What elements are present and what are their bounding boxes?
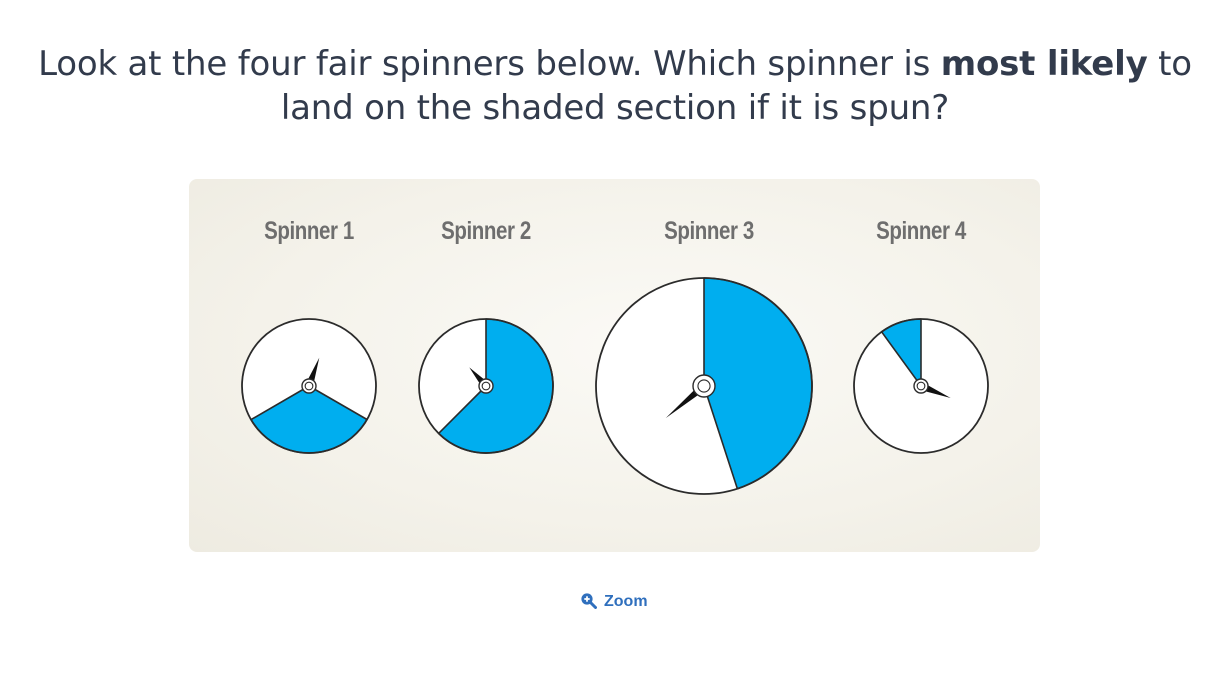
question-part-2: to land on the shaded section if it is s… — [280, 44, 1192, 128]
spinner-4-hub-inner — [916, 381, 926, 391]
spinner-2-label: Spinner 2 — [441, 217, 531, 245]
spinner-2 — [418, 318, 554, 454]
zoom-in-icon — [580, 592, 597, 613]
spinners-figure: Spinner 1 Spinner 2 Spinner 3 Spinner 4 — [189, 179, 1040, 552]
spinner-3 — [595, 277, 813, 495]
spinner-3-label: Spinner 3 — [664, 217, 754, 245]
spinner-4-label: Spinner 4 — [876, 217, 966, 245]
spinner-1 — [241, 318, 377, 454]
question-emphasis: most likely — [940, 44, 1148, 84]
spinners-drawing — [241, 277, 989, 495]
question-part-1: Look at the four fair spinners below. Wh… — [38, 44, 941, 84]
spinner-1-label: Spinner 1 — [264, 217, 354, 245]
spinner-4 — [853, 318, 989, 454]
spinner-2-hub-inner — [481, 381, 491, 391]
spinner-1-hub-inner — [304, 381, 314, 391]
spinner-2-rim — [418, 318, 554, 454]
spinner-3-hub-inner — [697, 379, 711, 393]
spinner-1-rim — [241, 318, 377, 454]
zoom-button[interactable]: Zoom — [580, 590, 648, 614]
spinner-3-rim — [595, 277, 813, 495]
spinner-4-rim — [853, 318, 989, 454]
question-text: Look at the four fair spinners below. Wh… — [30, 42, 1200, 130]
zoom-label: Zoom — [604, 593, 648, 610]
